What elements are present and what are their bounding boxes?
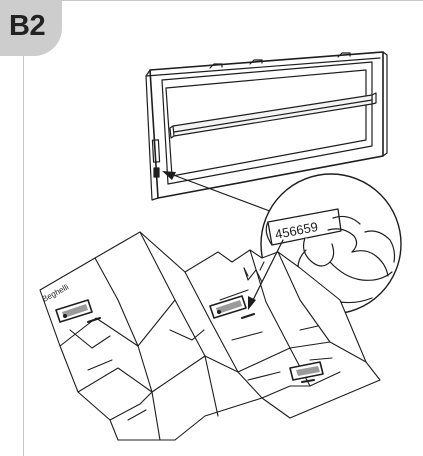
step-badge: B2 (0, 0, 62, 56)
frame-top-line (62, 0, 423, 1)
step-label: B2 (9, 10, 46, 42)
plan-lamp-icon-3 (289, 361, 324, 383)
pointer-arrow-plan (248, 239, 284, 310)
pointer-arrow-device (162, 171, 276, 214)
plan-lamp-icon-2 (209, 295, 255, 319)
emergency-light-device (145, 51, 388, 201)
frame-left-line (23, 56, 24, 456)
serial-label-sticker (265, 208, 342, 246)
plan-lamp-icon-1 (55, 299, 101, 323)
folded-floor-plan (39, 231, 381, 441)
